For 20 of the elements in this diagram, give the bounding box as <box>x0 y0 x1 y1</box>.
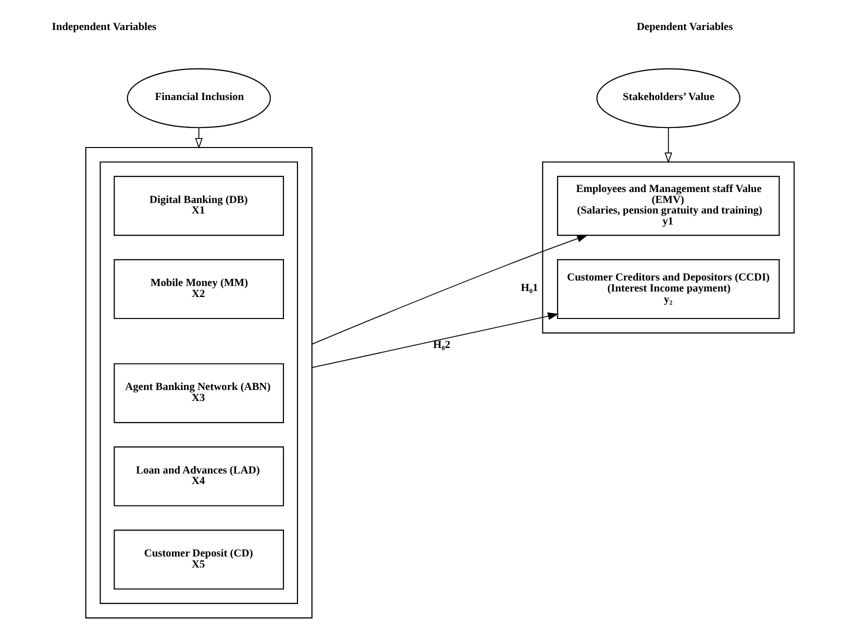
node-box: Customer Creditors and Depositors (CCDI) (Interest Income payment) y₂ <box>556 259 780 320</box>
node-box: Agent Banking Network (ABN) X3 <box>113 363 284 424</box>
cluster <box>84 146 312 618</box>
node-box: Mobile Money (MM) X2 <box>113 259 284 320</box>
label: Dependent Variables <box>636 21 732 33</box>
node-box: Loan and Advances (LAD) X4 <box>113 446 284 506</box>
node-ellipse: Stakeholders’ Value <box>596 68 740 128</box>
arrow <box>311 312 558 368</box>
node-box: Customer Deposit (CD) X5 <box>113 530 284 590</box>
edge-label: H₀1 <box>520 282 538 294</box>
edge-label: H₀2 <box>432 338 450 351</box>
arrow <box>311 234 588 345</box>
node-box: Employees and Management staff Value (EMV) (Salaries, pension gratuity and training) y1 <box>556 176 780 236</box>
cluster <box>99 161 298 604</box>
node-ellipse: Financial Inclusion <box>126 68 270 128</box>
label: Independent Variables <box>51 21 156 33</box>
node-box: Digital Banking (DB) X1 <box>113 176 284 236</box>
arrow <box>194 127 202 149</box>
cluster <box>542 161 794 334</box>
arrow <box>664 127 672 164</box>
